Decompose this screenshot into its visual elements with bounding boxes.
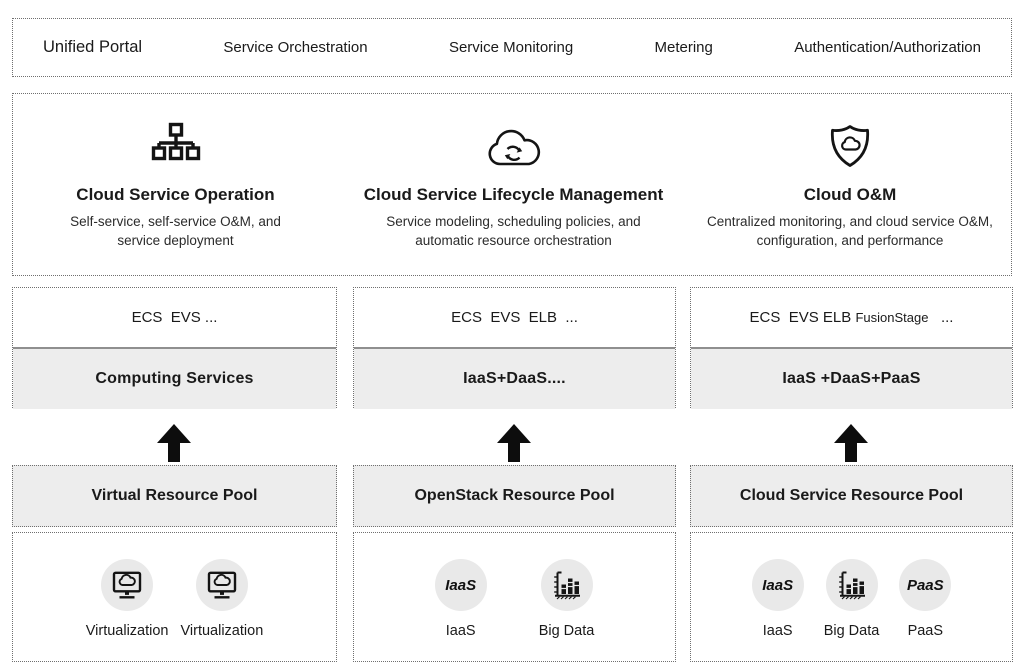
badge-label: IaaS xyxy=(445,576,477,594)
service-layer-iaas-daas-paas: ECS EVS ELB FusionStage ... IaaS +DaaS+P… xyxy=(690,287,1013,409)
function-description: Self-service, self-service O&M, and serv… xyxy=(70,214,281,248)
function-description: Centralized monitoring, and cloud servic… xyxy=(707,214,993,248)
portal-item-metering: Metering xyxy=(654,39,713,56)
service-list-fusionstage: FusionStage xyxy=(855,310,929,325)
infra-item-paas: PaaS PaaS xyxy=(899,559,952,639)
infra-label: IaaS xyxy=(445,623,476,639)
infra-label: PaaS xyxy=(907,623,944,639)
up-arrow-icon xyxy=(497,424,531,462)
iaas-badge: IaaS xyxy=(751,559,804,611)
portal-item-service-orchestration: Service Orchestration xyxy=(223,39,368,56)
badge-label: PaaS xyxy=(906,576,944,594)
function-cloud-service-lifecycle-management: Cloud Service Lifecycle Management Servi… xyxy=(352,94,675,275)
management-functions-band: Cloud Service Operation Self-service, se… xyxy=(12,93,1012,276)
portal-item-unified-portal: Unified Portal xyxy=(43,38,143,56)
infra-item-iaas: IaaS IaaS xyxy=(751,559,804,639)
function-cloud-service-operation: Cloud Service Operation Self-service, se… xyxy=(13,94,338,275)
infra-label: Big Data xyxy=(823,623,880,639)
infrastructure-virtualization-box: Virtualization Virtualization xyxy=(12,532,337,662)
infra-item-big-data: Big Data xyxy=(538,559,595,639)
infra-item-iaas: IaaS IaaS xyxy=(434,559,487,639)
paas-badge: PaaS xyxy=(899,559,952,611)
service-list: ECS EVS ... xyxy=(131,309,218,326)
function-title: Cloud Service Operation xyxy=(76,185,275,205)
cloud-sync-icon xyxy=(483,120,545,172)
function-title: Cloud Service Lifecycle Management xyxy=(363,185,664,205)
infra-item-virtualization: Virtualization xyxy=(86,559,169,639)
org-chart-icon xyxy=(151,120,201,172)
up-arrow-icon xyxy=(157,424,191,462)
up-arrow-icon xyxy=(834,424,868,462)
infra-item-virtualization: Virtualization xyxy=(180,559,264,639)
service-list: ECS EVS ELB FusionStage ... xyxy=(691,288,1012,347)
function-title: Cloud O&M xyxy=(803,185,897,205)
function-description: Service modeling, scheduling policies, a… xyxy=(386,214,641,248)
infra-label: Big Data xyxy=(538,623,595,639)
function-cloud-om: Cloud O&M Centralized monitoring, and cl… xyxy=(689,94,1011,275)
service-layer-iaas-daas: ECS EVS ELB ... IaaS+DaaS.... xyxy=(353,287,676,409)
portal-item-authentication-authorization: Authentication/Authorization xyxy=(794,39,981,56)
openstack-resource-pool: OpenStack Resource Pool xyxy=(353,465,676,527)
infra-item-big-data: Big Data xyxy=(823,559,880,639)
infrastructure-cloud-service-box: IaaS IaaS xyxy=(690,532,1013,662)
service-category: IaaS +DaaS+PaaS xyxy=(691,347,1012,409)
infra-label: Virtualization xyxy=(85,623,169,639)
service-layer-computing: ECS EVS ... Computing Services xyxy=(12,287,337,409)
bar-chart-icon xyxy=(825,559,878,611)
portal-item-service-monitoring: Service Monitoring xyxy=(448,39,574,56)
bar-chart-icon xyxy=(540,559,593,611)
virtual-resource-pool: Virtual Resource Pool xyxy=(12,465,337,527)
service-category: IaaS+DaaS.... xyxy=(354,347,675,409)
virtualization-icon xyxy=(195,559,248,611)
unified-portal-bar: Unified Portal Service Orchestration Ser… xyxy=(12,18,1012,77)
service-list: ECS EVS ELB ... xyxy=(451,309,578,326)
badge-label: IaaS xyxy=(762,576,794,594)
infra-label: Virtualization xyxy=(180,623,264,639)
virtualization-icon xyxy=(101,559,154,611)
infrastructure-openstack-box: IaaS IaaS xyxy=(353,532,676,662)
service-category: Computing Services xyxy=(13,347,336,409)
iaas-badge: IaaS xyxy=(434,559,487,611)
service-list-main: ECS EVS ELB xyxy=(749,309,856,326)
shield-cloud-icon xyxy=(826,120,874,172)
cloud-service-resource-pool: Cloud Service Resource Pool xyxy=(690,465,1013,527)
service-list-dots: ... xyxy=(928,309,954,326)
infra-label: IaaS xyxy=(762,623,793,639)
